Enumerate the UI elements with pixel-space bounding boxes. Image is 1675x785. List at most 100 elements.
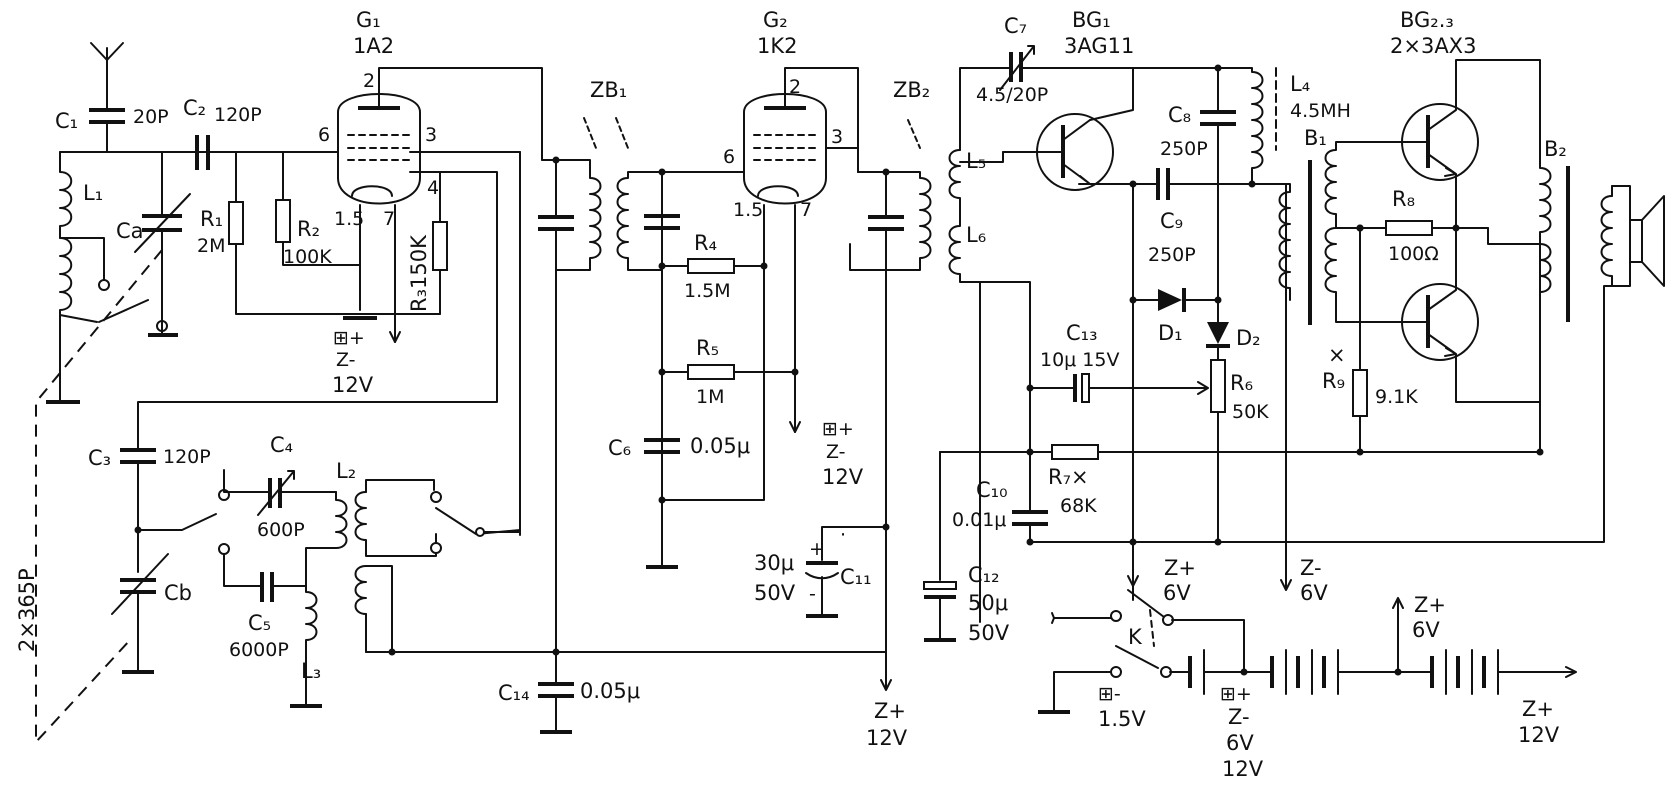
label-c13: C₁₃ [1066, 321, 1098, 345]
label-c6: C₆ [608, 436, 631, 460]
svg-text:12V: 12V [866, 726, 908, 750]
label-l1: L₁ [83, 181, 103, 205]
label-r7: R₇× [1048, 465, 1089, 489]
label-bg1-type: 3AG11 [1064, 34, 1134, 58]
label-r3-value: R₃150K [407, 234, 431, 312]
battery-1-5v-label: ⊞- 1.5V [1098, 683, 1146, 731]
pin-g2-2: 2 [789, 76, 801, 98]
label-switch-k: K [1128, 625, 1143, 649]
label-c9: C₉ [1160, 209, 1183, 233]
capacitor-c1 [89, 108, 125, 124]
label-g1-name: G₁ [356, 8, 381, 32]
pin-g1-3: 3 [425, 124, 437, 146]
svg-text:12V: 12V [822, 465, 864, 489]
resistor-r2 [275, 151, 361, 266]
resistor-r5 [661, 364, 796, 380]
power-switch-k [1038, 589, 1245, 714]
g2-filament-supply-label: ⊞+ Z- 12V [822, 418, 864, 489]
svg-text:6V: 6V [1226, 731, 1254, 755]
svg-text:⊞+: ⊞+ [822, 418, 854, 440]
svg-text:Z+: Z+ [1414, 593, 1446, 617]
value-r2: 100K [283, 246, 332, 268]
label-ca: Ca [116, 219, 144, 243]
capacitor-c11: + · - [805, 524, 887, 618]
label-gang-capacitor: 2×365P [15, 568, 39, 652]
capacitor-c8 [1200, 67, 1236, 301]
label-l6: L₆ [966, 223, 986, 247]
oscillator-section: C₃ 120P Cb C₄ 600P C₅ 6000P [88, 151, 887, 708]
label-l3: L₃ [301, 659, 321, 683]
gang-link [35, 249, 163, 745]
label-b1: B₁ [1304, 126, 1327, 150]
label-g2-type: 1K2 [757, 34, 798, 58]
label-c3: C₃ [88, 446, 111, 470]
value-c1: 20P [133, 106, 169, 128]
capacitor-c14 [538, 651, 574, 734]
resistor-r4 [661, 258, 765, 274]
pin-g2-1-5: 1.5 [733, 199, 763, 221]
value-c13: 10μ 15V [1040, 349, 1119, 371]
capacitor-c3 [120, 448, 156, 464]
z-minus-6v-label: Z- 6V [1300, 556, 1328, 605]
transistor-bg2 [1401, 59, 1541, 229]
label-d2: D₂ [1236, 326, 1261, 350]
z-plus-6v-mid-label: Z+ 6V [1163, 556, 1196, 605]
voltage-c11: 50V [754, 581, 796, 605]
value-c14: 0.05μ [580, 679, 640, 703]
label-c12: C₁₂ [968, 563, 1000, 587]
diode-d2 [1206, 299, 1230, 361]
svg-text:⊞-: ⊞- [1098, 683, 1121, 705]
svg-text:12V: 12V [332, 373, 374, 397]
value-r9: 9.1K [1375, 386, 1418, 408]
label-g2-name: G₂ [763, 8, 788, 32]
transformer-zb1: ZB₁ [538, 78, 663, 656]
value-r4: 1.5M [684, 280, 731, 302]
svg-text:Z+: Z+ [874, 699, 906, 723]
capacitor-c12 [923, 571, 957, 642]
label-zb2: ZB₂ [893, 78, 930, 102]
pin-g2-3: 3 [831, 126, 843, 148]
tube-g1: G₁ 1A2 2 6 3 1.5 7 4 [137, 8, 543, 536]
resistor-r9 [1352, 369, 1368, 453]
capacitor-c5 [260, 572, 274, 602]
label-c4: C₄ [270, 433, 293, 457]
value-r7: 68K [1060, 495, 1097, 517]
label-c11: C₁₁ [840, 565, 872, 589]
inductor-l3 [305, 565, 393, 707]
tube-envelope [337, 93, 421, 205]
label-d1: D₁ [1158, 321, 1183, 345]
mark-r9: × [1328, 343, 1346, 367]
svg-text:Z-: Z- [336, 349, 356, 371]
switch-contact [98, 279, 110, 291]
value-c8: 250P [1160, 138, 1208, 160]
pin-g2-7: 7 [800, 199, 812, 221]
label-r8: R₈ [1392, 187, 1415, 211]
label-r9: R₉ [1322, 369, 1345, 393]
svg-text:6V: 6V [1300, 581, 1328, 605]
label-r4: R₄ [694, 231, 717, 255]
label-bg23-type: 2×3AX3 [1390, 34, 1476, 58]
value-c3: 120P [163, 446, 211, 468]
label-zb1: ZB₁ [590, 78, 627, 102]
value-c6: 0.05μ [690, 434, 750, 458]
label-l2: L₂ [336, 459, 356, 483]
resistor-r3 [432, 171, 448, 315]
value-l4: 4.5MH [1290, 100, 1351, 122]
label-b2: B₂ [1544, 137, 1567, 161]
label-g1-type: 1A2 [353, 34, 394, 58]
tube-g2: G₂ 1K2 2 6 3 1.5 7 [644, 8, 859, 566]
pin-g2-6: 6 [723, 146, 735, 168]
label-r6: R₆ [1230, 371, 1253, 395]
inductor-l4 [1217, 67, 1277, 185]
label-c2: C₂ [183, 96, 206, 120]
value-r5: 1M [696, 386, 724, 408]
capacitor-c2 [195, 135, 210, 170]
resistor-r1 [228, 151, 441, 315]
z-plus-12v-right-label: Z+ 12V [1518, 697, 1560, 747]
pin-g1-1-5: 1.5 [334, 208, 364, 230]
inductor-l2 [305, 479, 437, 587]
label-c14: C₁₄ [498, 681, 530, 705]
g1-filament-supply-label: ⊞+ Z- 12V [332, 327, 374, 397]
speaker-icon [1611, 185, 1665, 287]
